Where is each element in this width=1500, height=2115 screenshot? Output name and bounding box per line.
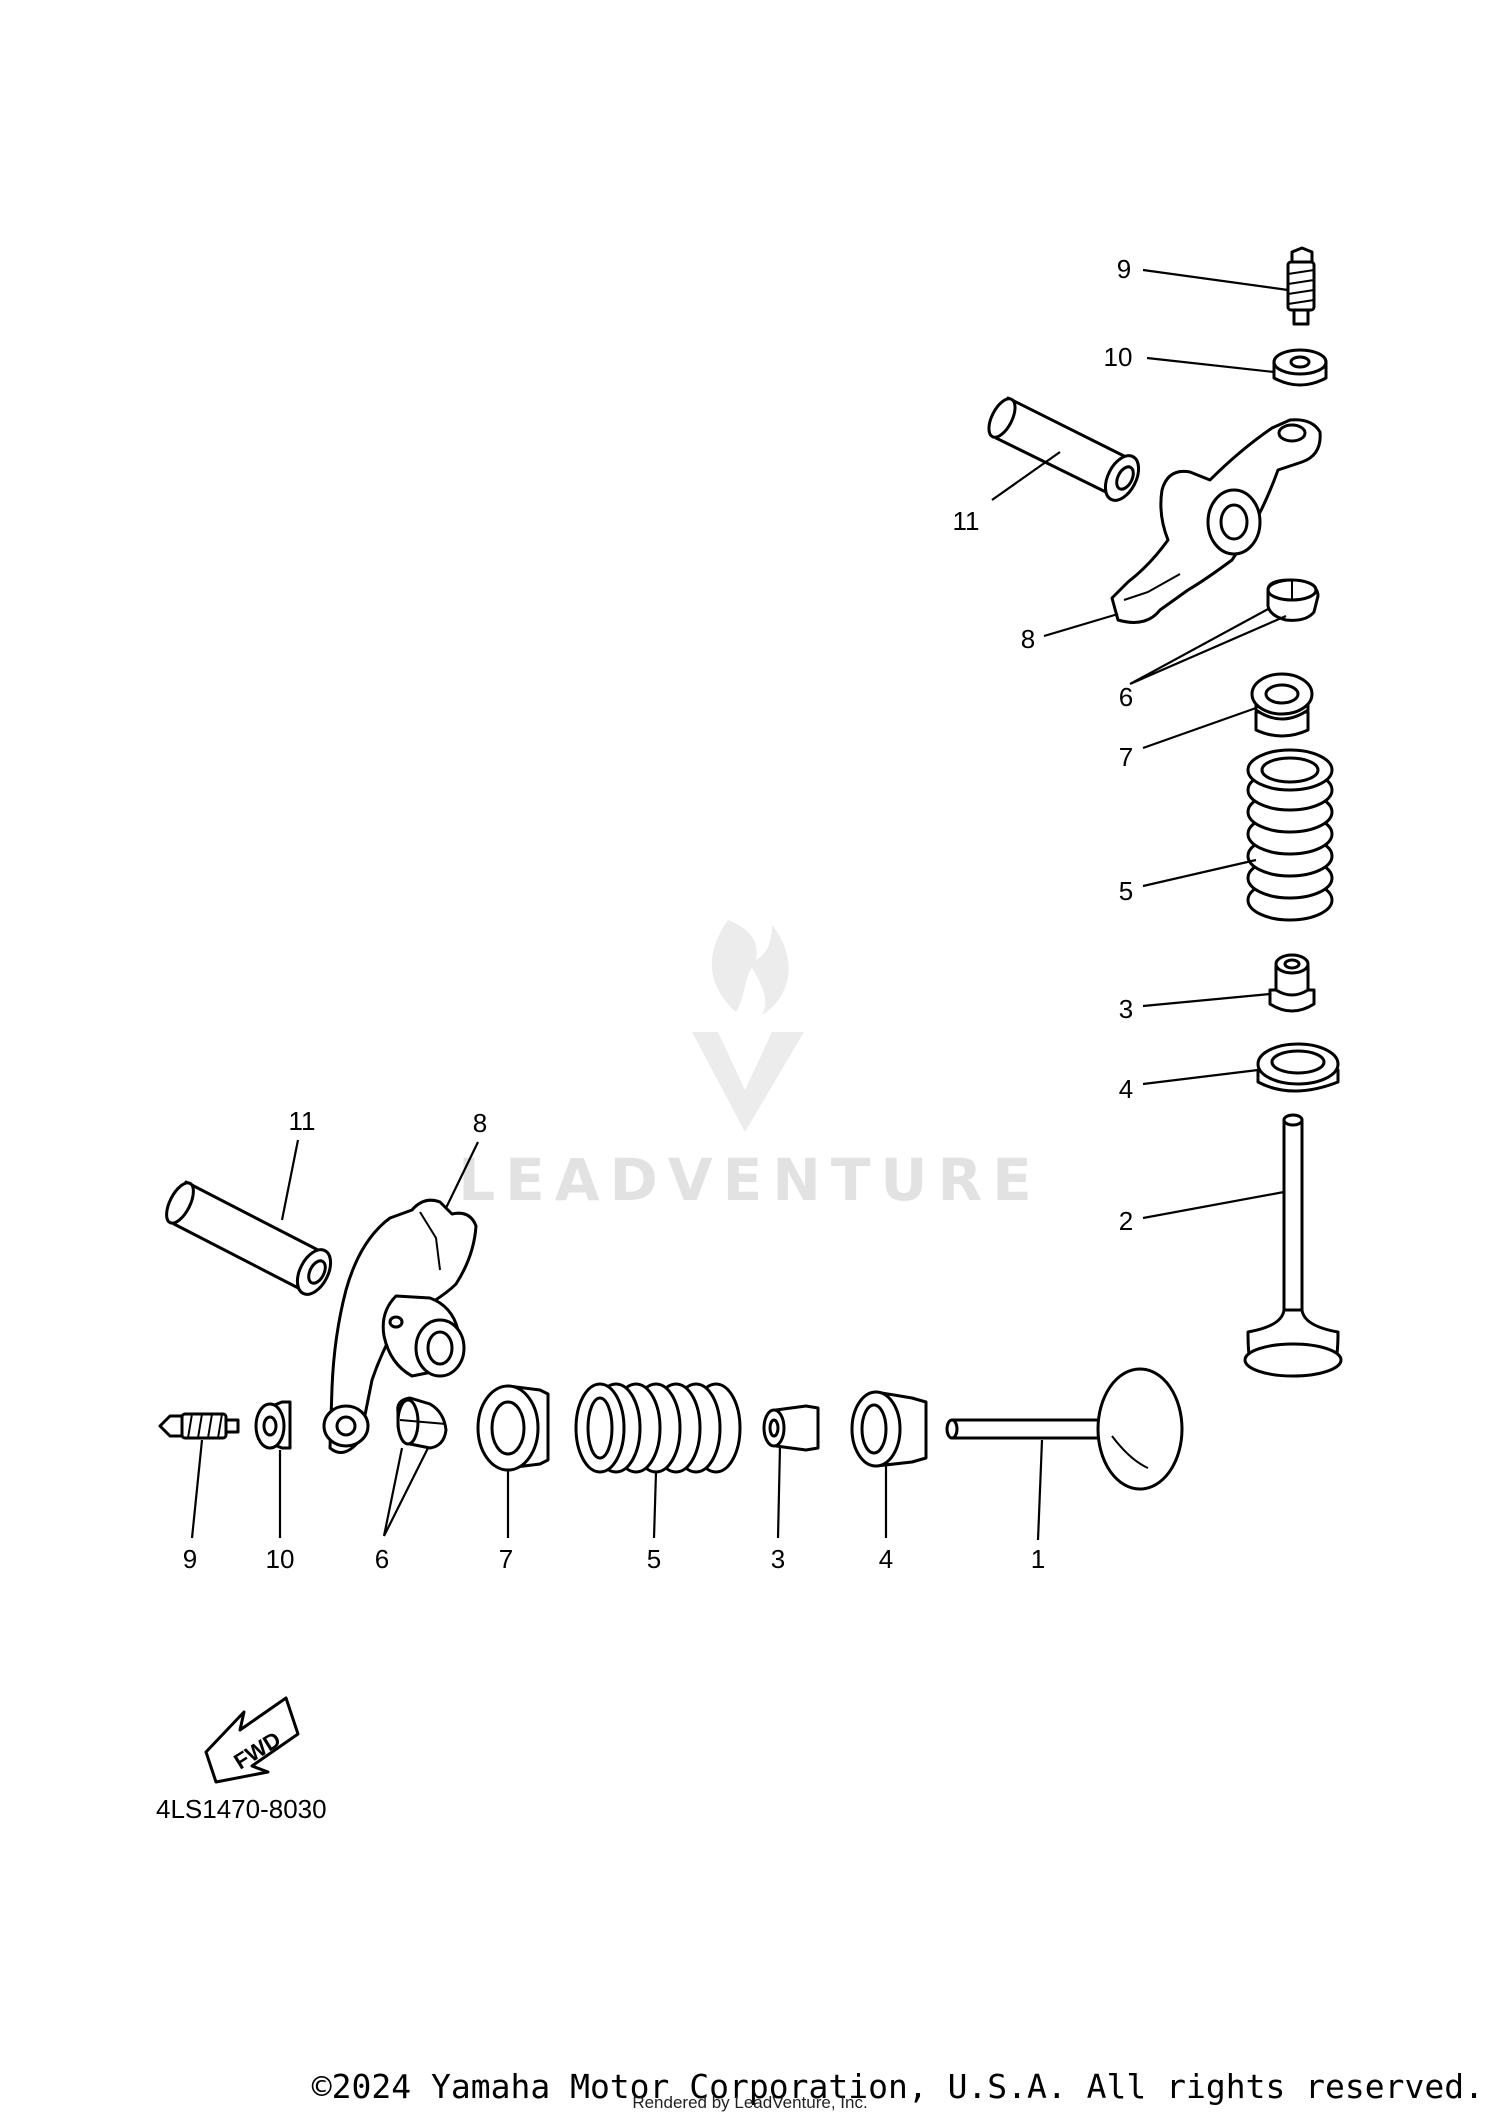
- callout-right-6: 6: [1119, 682, 1133, 712]
- callout-right-5: 5: [1119, 876, 1133, 906]
- callouts-right: 9 10 11 8 6 7 5 3 4 2: [953, 254, 1134, 1236]
- callout-bottom-1: 1: [1031, 1544, 1045, 1574]
- part-11-rocker-shaft-left[interactable]: [161, 1179, 337, 1300]
- callout-right-3: 3: [1119, 994, 1133, 1024]
- part-2-valve-right[interactable]: [1243, 1113, 1343, 1378]
- callout-right-7: 7: [1119, 742, 1133, 772]
- part-6-valve-cotters-left[interactable]: [396, 1396, 448, 1450]
- part-8-rocker-arm-right[interactable]: [1110, 418, 1322, 624]
- watermark-text: LEADVENTURE: [458, 1146, 1042, 1214]
- callout-right-11: 11: [953, 506, 980, 536]
- part-10-nut-right[interactable]: [1272, 348, 1328, 387]
- fwd-arrow-icon: FWD: [204, 1696, 300, 1784]
- callout-bottom-11: 11: [289, 1106, 316, 1136]
- part-7-spring-retainer-left[interactable]: [476, 1384, 550, 1472]
- rendered-by-notice: Rendered by LeadVenture, Inc.: [632, 2093, 867, 2112]
- part-4-spring-seat-right[interactable]: [1256, 1042, 1340, 1093]
- part-3-valve-stem-seal-right[interactable]: [1268, 953, 1316, 1013]
- part-8-rocker-arm-left[interactable]: [322, 1198, 478, 1454]
- callout-bottom-8: 8: [473, 1108, 487, 1138]
- callout-right-4: 4: [1119, 1074, 1133, 1104]
- leader-lines-bottom: [190, 1139, 1044, 1541]
- part-3-valve-stem-seal-left[interactable]: [762, 1404, 820, 1452]
- part-5-valve-spring-right[interactable]: [1246, 748, 1334, 922]
- part-9-adjusting-screw-right[interactable]: [1286, 246, 1316, 326]
- callout-bottom-10: 10: [266, 1544, 295, 1574]
- leader-lines-right: [991, 268, 1289, 1220]
- callout-bottom-5: 5: [647, 1544, 661, 1574]
- callout-bottom-4: 4: [879, 1544, 893, 1574]
- part-4-spring-seat-left[interactable]: [850, 1390, 928, 1468]
- callout-right-9: 9: [1117, 254, 1131, 284]
- part-1-valve-left[interactable]: [945, 1367, 1184, 1491]
- callout-right-8: 8: [1021, 624, 1035, 654]
- part-5-valve-spring-left[interactable]: [574, 1382, 742, 1474]
- diagram-reference-code: 4LS1470-8030: [156, 1794, 327, 1824]
- copyright-notice: ©2024 Yamaha Motor Corporation, U.S.A. A…: [312, 2067, 1484, 2106]
- callout-right-2: 2: [1119, 1206, 1133, 1236]
- callout-bottom-9: 9: [183, 1544, 197, 1574]
- callout-bottom-7: 7: [499, 1544, 513, 1574]
- callouts-bottom: 11 8 9 10 6 7 5 3 4 1: [183, 1106, 1045, 1574]
- part-9-adjusting-screw-left[interactable]: [158, 1412, 240, 1440]
- part-10-nut-left[interactable]: [254, 1400, 292, 1450]
- part-7-spring-retainer-right[interactable]: [1250, 672, 1314, 738]
- callout-bottom-3: 3: [771, 1544, 785, 1574]
- watermark: LEADVENTURE: [458, 920, 1042, 1214]
- watermark-flame-icon: [692, 920, 804, 1132]
- part-11-rocker-shaft-right[interactable]: [984, 395, 1146, 506]
- callout-right-10: 10: [1104, 342, 1133, 372]
- part-6-valve-cotters-right[interactable]: [1266, 578, 1320, 622]
- callout-bottom-6: 6: [375, 1544, 389, 1574]
